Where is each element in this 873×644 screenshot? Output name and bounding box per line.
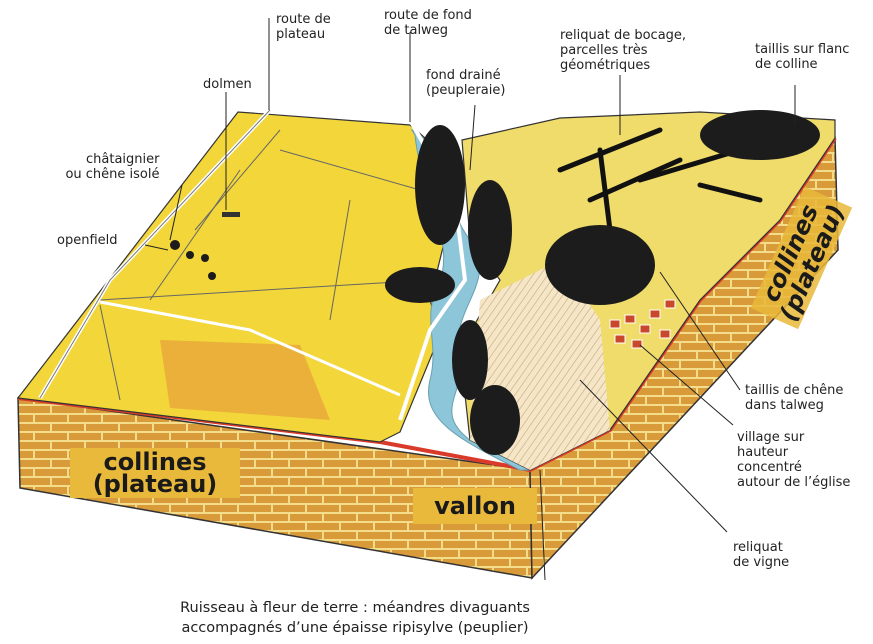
label-openfield: openfield xyxy=(57,233,118,248)
label-taillis-flanc: taillis sur flancde colline xyxy=(755,42,849,72)
dolmen-icon xyxy=(222,212,240,217)
label-vallon: vallon xyxy=(413,488,537,524)
label-reliquat-vigne: reliquatde vigne xyxy=(733,540,789,570)
label-dolmen: dolmen xyxy=(203,77,252,92)
label-village: village surhauteurconcentréautour de l’é… xyxy=(737,430,850,490)
label-route-talweg: route de fondde talweg xyxy=(384,8,472,38)
caption: Ruisseau à fleur de terre : méandres div… xyxy=(55,598,655,638)
label-collines-front: collines(plateau) xyxy=(70,448,240,498)
label-fond-draine: fond drainé(peupleraie) xyxy=(426,68,505,98)
label-taillis-chene: taillis de chênedans talweg xyxy=(745,383,843,413)
label-reliquat-bocage: reliquat de bocage,parcelles trèsgéométr… xyxy=(560,28,686,73)
label-route-plateau: route deplateau xyxy=(276,12,331,42)
label-chataignier: châtaignierou chêne isolé xyxy=(60,152,159,182)
